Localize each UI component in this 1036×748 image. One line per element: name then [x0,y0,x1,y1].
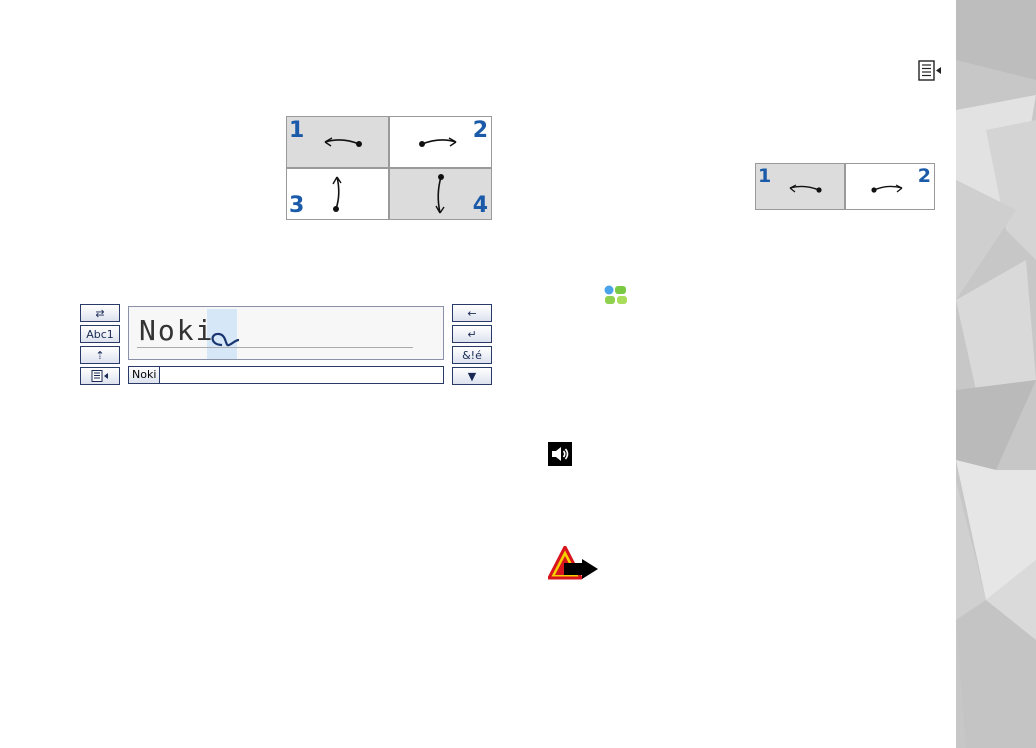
enter-icon: ↵ [467,327,477,341]
close-input-button[interactable]: ▼ [452,367,492,385]
writing-area[interactable]: Noki [128,306,444,360]
gesture-left-arrow-icon [324,137,362,147]
switch-icon: ⇄ [95,306,105,320]
special-characters-button[interactable]: &!é [452,346,492,364]
gesture-number: 3 [289,193,305,218]
shift-button[interactable]: ⇡ [80,346,120,364]
close-icon: ▼ [467,369,477,383]
options-menu-icon [91,370,108,382]
gesture-cell-2: 2 [389,116,492,168]
gesture-number: 4 [472,193,488,218]
gesture-cell-2: 2 [845,163,935,210]
gesture-right-arrow-icon [871,184,903,193]
options-menu-button[interactable] [80,367,120,385]
side-decoration [956,0,1036,748]
handwriting-input-window: ⇄ Abc1 ⇡ Noki Noki ← ↵ &!é ▼ [80,304,492,386]
shift-icon: ⇡ [95,348,105,362]
gesture-panel-large: 1 2 3 4 [286,116,492,220]
backspace-icon: ← [467,306,477,320]
candidate-bar: Noki [128,366,444,384]
gesture-right-arrow-icon [419,137,457,147]
warning-icon [548,546,598,580]
gesture-cell-1: 1 [755,163,845,210]
input-mode-label: Abc1 [86,327,114,341]
handwritten-stroke [211,332,240,347]
gesture-number: 1 [289,118,305,143]
gesture-up-arrow-icon [332,176,342,212]
candidate-word[interactable]: Noki [129,367,161,383]
speaker-icon [548,442,572,466]
gesture-number: 2 [917,165,931,187]
switch-input-button[interactable]: ⇄ [80,304,120,322]
recognized-text: Noki [139,314,215,347]
options-menu-icon [918,60,941,81]
backspace-button[interactable]: ← [452,304,492,322]
applications-icon [604,285,627,304]
gesture-cell-1: 1 [286,116,389,168]
input-mode-button[interactable]: Abc1 [80,325,120,343]
enter-button[interactable]: ↵ [452,325,492,343]
special-characters-label: &!é [462,348,482,362]
gesture-cell-3: 3 [286,168,389,220]
gesture-number: 2 [472,118,488,143]
gesture-number: 1 [758,165,772,187]
gesture-panel-small: 1 2 [755,163,935,210]
gesture-cell-4: 4 [389,168,492,220]
gesture-left-arrow-icon [789,184,822,193]
gesture-down-arrow-icon [435,174,445,214]
writing-baseline [137,347,413,348]
